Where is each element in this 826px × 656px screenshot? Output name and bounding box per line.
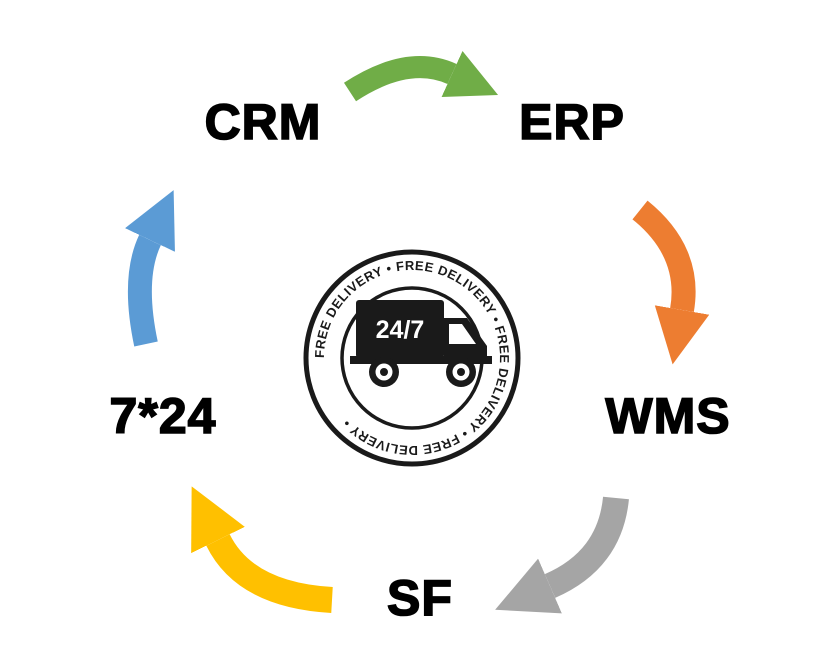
node-label-crm: CRM xyxy=(204,93,322,151)
node-label-wms: WMS xyxy=(605,387,731,445)
node-label-7-24: 7*24 xyxy=(109,387,217,445)
truck-wheel-front xyxy=(446,357,476,387)
arrow-wms-to-sf xyxy=(495,496,629,614)
arrow-crm-to-erp xyxy=(343,50,499,102)
delivery-truck-icon: 24/7 xyxy=(350,300,492,387)
node-label-sf: SF xyxy=(386,569,453,627)
arrow-724-to-crm xyxy=(125,190,175,347)
truck-cargo-box xyxy=(356,300,444,358)
node-label-erp: ERP xyxy=(518,93,625,151)
truck-chassis xyxy=(350,356,492,364)
truck-wheel-rear xyxy=(369,357,399,387)
arrow-erp-to-wms xyxy=(632,200,710,365)
badge-outer-ring xyxy=(303,249,521,467)
arrow-sf-to-724 xyxy=(191,486,333,613)
truck-24-7-text: 24/7 xyxy=(376,316,425,344)
free-delivery-badge: FREE DELIVERY • FREE DELIVERY • FREE DEL… xyxy=(303,249,521,467)
truck-window xyxy=(449,324,476,344)
